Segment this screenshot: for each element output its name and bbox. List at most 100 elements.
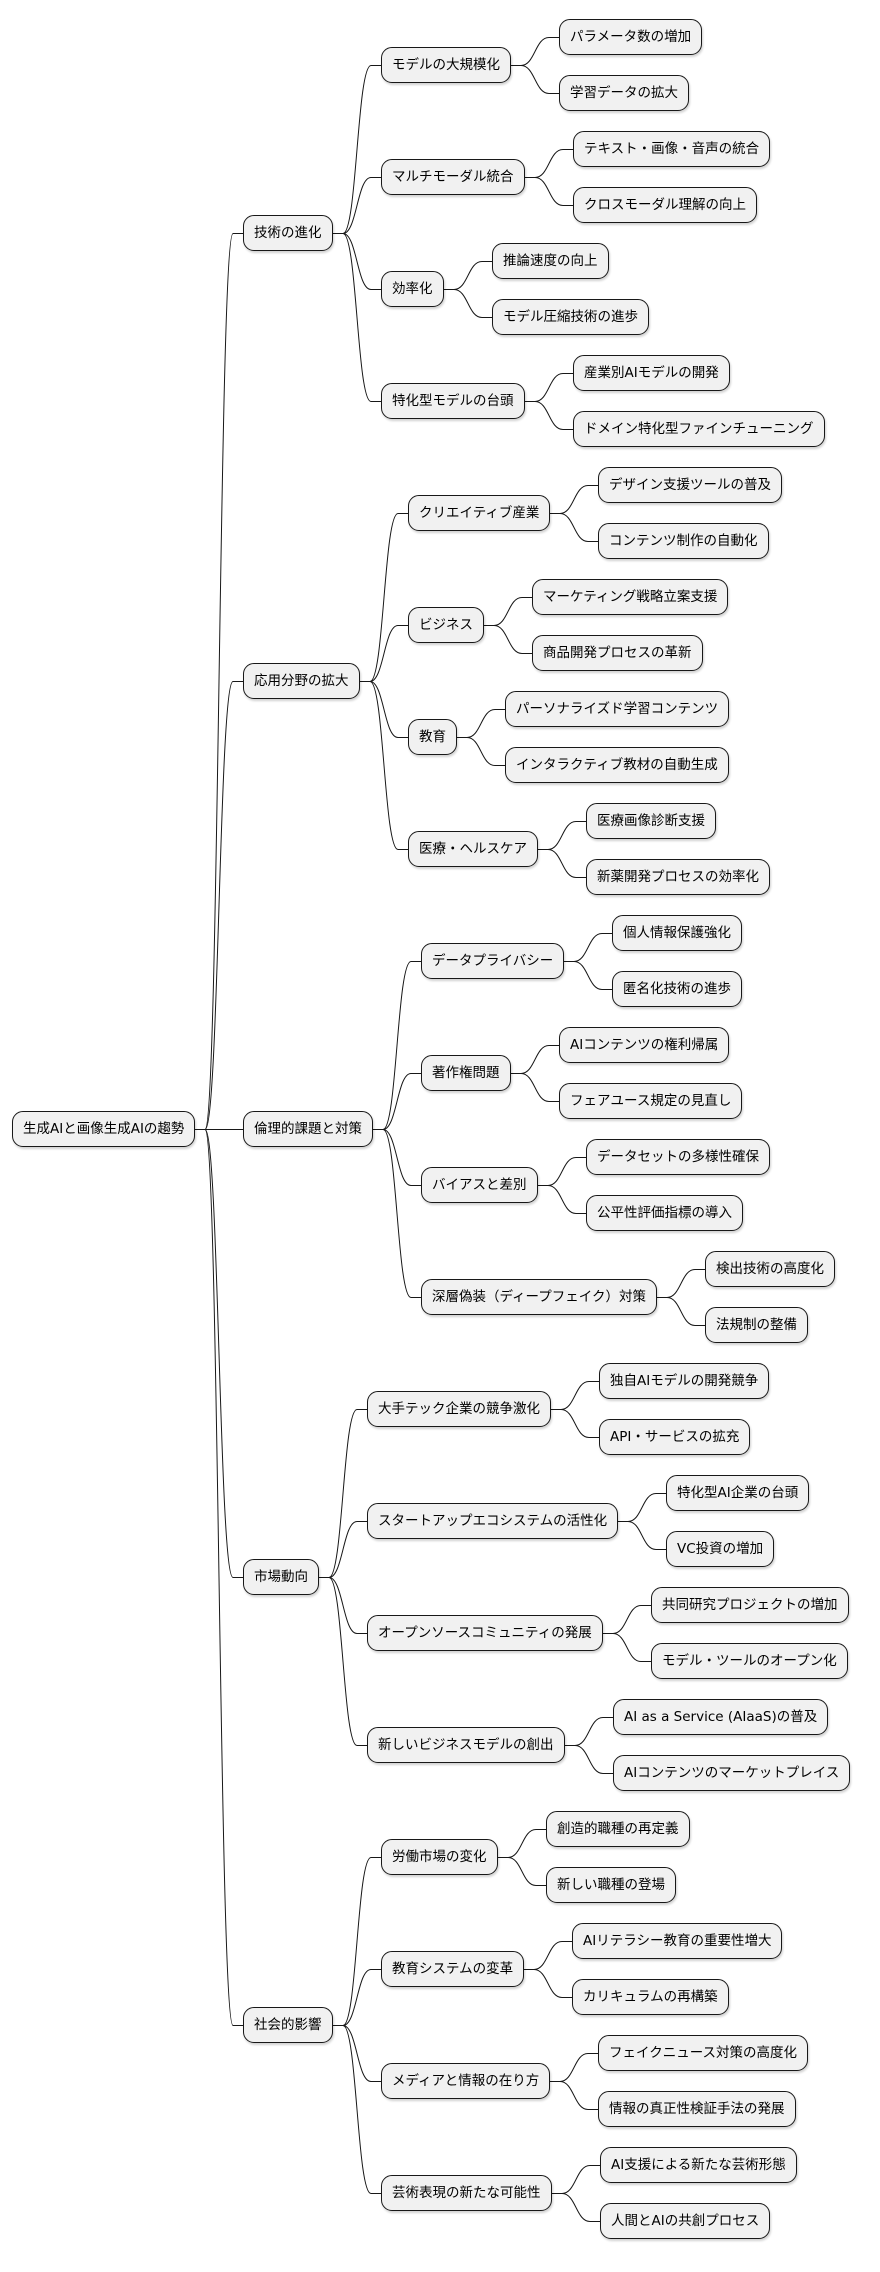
connector-line: [511, 65, 559, 94]
leaf-node[interactable]: パーソナライズド学習コンテンツ: [505, 691, 730, 727]
connector-line: [360, 513, 408, 682]
leaf-node[interactable]: 匿名化技術の進歩: [612, 971, 742, 1007]
leaf-node[interactable]: AI支援による新たな芸術形態: [600, 2147, 797, 2183]
connector-line: [525, 177, 573, 206]
leaf-node[interactable]: モデル・ツールのオープン化: [651, 1643, 848, 1679]
leaf-node[interactable]: 情報の真正性検証手法の発展: [598, 2091, 796, 2127]
leaf-node[interactable]: AIリテラシー教育の重要性増大: [572, 1923, 783, 1959]
branch-node-level-1[interactable]: 応用分野の拡大: [243, 663, 360, 699]
leaf-node[interactable]: API・サービスの拡充: [599, 1419, 751, 1455]
branch-node-level-2[interactable]: 新しいビジネスモデルの創出: [367, 1727, 565, 1763]
leaf-node[interactable]: 商品開発プロセスの革新: [532, 635, 703, 671]
leaf-node[interactable]: 産業別AIモデルの開発: [573, 355, 730, 391]
leaf-node[interactable]: ドメイン特化型ファインチューニング: [573, 411, 825, 447]
connector-line: [524, 1969, 572, 1998]
connector-line: [550, 485, 598, 514]
connector-line: [319, 1577, 367, 1634]
branch-node-level-1[interactable]: 市場動向: [243, 1559, 319, 1595]
leaf-node[interactable]: データセットの多様性確保: [586, 1139, 770, 1175]
branch-node-level-2[interactable]: 教育システムの変革: [381, 1951, 525, 1987]
leaf-node[interactable]: AIコンテンツのマーケットプレイス: [613, 1755, 851, 1791]
leaf-node[interactable]: 新薬開発プロセスの効率化: [586, 859, 770, 895]
leaf-node[interactable]: 共同研究プロジェクトの増加: [651, 1587, 849, 1623]
branch-node-level-2[interactable]: 著作権問題: [421, 1055, 511, 1091]
leaf-node[interactable]: AIコンテンツの権利帰属: [559, 1027, 730, 1063]
connector-line: [551, 1381, 599, 1410]
leaf-node[interactable]: 個人情報保護強化: [612, 915, 742, 951]
leaf-node[interactable]: VC投資の増加: [666, 1531, 775, 1567]
leaf-node[interactable]: デザイン支援ツールの普及: [598, 467, 782, 503]
leaf-node[interactable]: 学習データの拡大: [559, 75, 689, 111]
connector-line: [333, 2025, 381, 2082]
branch-node-level-1[interactable]: 倫理的課題と対策: [243, 1111, 373, 1147]
connector-line: [319, 1409, 367, 1578]
connector-line: [360, 681, 408, 850]
connector-line: [525, 373, 573, 402]
leaf-node[interactable]: マーケティング戦略立案支援: [532, 579, 729, 615]
leaf-node[interactable]: フェアユース規定の見直し: [559, 1083, 743, 1119]
leaf-node[interactable]: フェイクニュース対策の高度化: [598, 2035, 809, 2071]
connector-line: [195, 1129, 243, 1578]
leaf-node[interactable]: 特化型AI企業の台頭: [666, 1475, 810, 1511]
connector-line: [373, 1129, 421, 1186]
leaf-node[interactable]: 検出技術の高度化: [705, 1251, 835, 1287]
leaf-node[interactable]: 法規制の整備: [705, 1307, 808, 1343]
branch-node-level-2[interactable]: 教育: [408, 719, 457, 755]
leaf-node[interactable]: モデル圧縮技術の進歩: [492, 299, 649, 335]
leaf-node[interactable]: カリキュラムの再構築: [572, 1979, 729, 2015]
branch-node-level-2[interactable]: オープンソースコミュニティの発展: [367, 1615, 603, 1651]
branch-node-level-2[interactable]: 特化型モデルの台頭: [381, 383, 525, 419]
branch-node-level-2[interactable]: メディアと情報の在り方: [381, 2063, 551, 2099]
connector-line: [564, 933, 612, 962]
branch-node-level-1[interactable]: 技術の進化: [243, 215, 333, 251]
connector-line: [333, 65, 381, 234]
leaf-node[interactable]: 公平性評価指標の導入: [586, 1195, 743, 1231]
connector-line: [484, 625, 532, 654]
branch-node-level-2[interactable]: ビジネス: [408, 607, 484, 643]
connector-line: [444, 261, 492, 290]
branch-node-level-2[interactable]: 医療・ヘルスケア: [408, 831, 538, 867]
branch-node-level-2[interactable]: 芸術表現の新たな可能性: [381, 2175, 552, 2211]
leaf-node[interactable]: 推論速度の向上: [492, 243, 609, 279]
connector-line: [498, 1857, 546, 1886]
branch-node-level-2[interactable]: 効率化: [381, 271, 444, 307]
connector-line: [444, 289, 492, 318]
root-node[interactable]: 生成AIと画像生成AIの趨勢: [12, 1111, 196, 1147]
branch-node-level-2[interactable]: データプライバシー: [421, 943, 565, 979]
connector-line: [319, 1577, 367, 1746]
connector-line: [333, 233, 381, 402]
connector-line: [618, 1521, 666, 1550]
leaf-node[interactable]: 独自AIモデルの開発競争: [599, 1363, 770, 1399]
leaf-node[interactable]: 人間とAIの共創プロセス: [600, 2203, 771, 2239]
leaf-node[interactable]: AI as a Service (AIaaS)の普及: [613, 1699, 829, 1735]
leaf-node[interactable]: 創造的職種の再定義: [546, 1811, 690, 1847]
leaf-node[interactable]: クロスモーダル理解の向上: [573, 187, 757, 223]
connector-line: [195, 233, 243, 1130]
connector-line: [457, 737, 505, 766]
connector-line: [603, 1605, 651, 1634]
connector-line: [565, 1717, 613, 1746]
leaf-node[interactable]: テキスト・画像・音声の統合: [573, 131, 771, 167]
branch-node-level-1[interactable]: 社会的影響: [243, 2007, 333, 2043]
connector-line: [360, 681, 408, 738]
leaf-node[interactable]: インタラクティブ教材の自動生成: [505, 747, 729, 783]
branch-node-level-2[interactable]: スタートアップエコシステムの活性化: [367, 1503, 619, 1539]
leaf-node[interactable]: 医療画像診断支援: [586, 803, 716, 839]
branch-node-level-2[interactable]: 労働市場の変化: [381, 1839, 498, 1875]
connector-line: [565, 1745, 613, 1774]
branch-node-level-2[interactable]: 深層偽装（ディープフェイク）対策: [421, 1279, 657, 1315]
leaf-node[interactable]: パラメータ数の増加: [559, 19, 703, 55]
branch-node-level-2[interactable]: 大手テック企業の競争激化: [367, 1391, 551, 1427]
branch-node-level-2[interactable]: マルチモーダル統合: [381, 159, 525, 195]
connector-line: [551, 1409, 599, 1438]
branch-node-level-2[interactable]: モデルの大規模化: [381, 47, 511, 83]
branch-node-level-2[interactable]: バイアスと差別: [421, 1167, 538, 1203]
leaf-node[interactable]: 新しい職種の登場: [546, 1867, 676, 1903]
connector-line: [657, 1269, 705, 1298]
leaf-node[interactable]: コンテンツ制作の自動化: [598, 523, 769, 559]
branch-node-level-2[interactable]: クリエイティブ産業: [408, 495, 551, 531]
connector-line: [333, 2025, 381, 2194]
connector-line: [538, 849, 586, 878]
connector-line: [195, 681, 243, 1130]
connector-line: [525, 401, 573, 430]
